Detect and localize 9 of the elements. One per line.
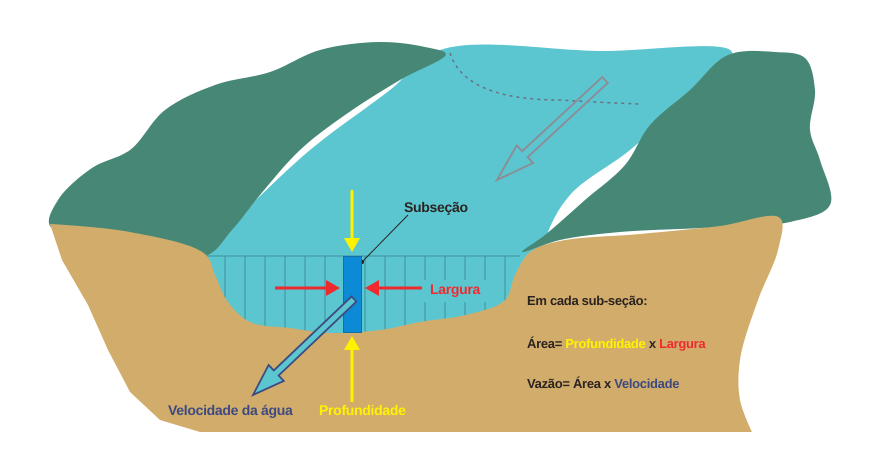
formula-text: Vazão= Área x Velocidade [527,376,680,391]
dimension-label: Largura [430,281,480,297]
arrow-label: Velocidade da água [168,402,293,418]
formula-text: Área= Profundidade x Largura [527,336,706,351]
callout-label: Subseção [404,199,468,219]
subsection-bar [343,256,362,333]
dimension-label: Profundidade [319,402,406,418]
leader-line [360,214,408,264]
formula-heading: Em cada sub-seção: [527,293,648,308]
